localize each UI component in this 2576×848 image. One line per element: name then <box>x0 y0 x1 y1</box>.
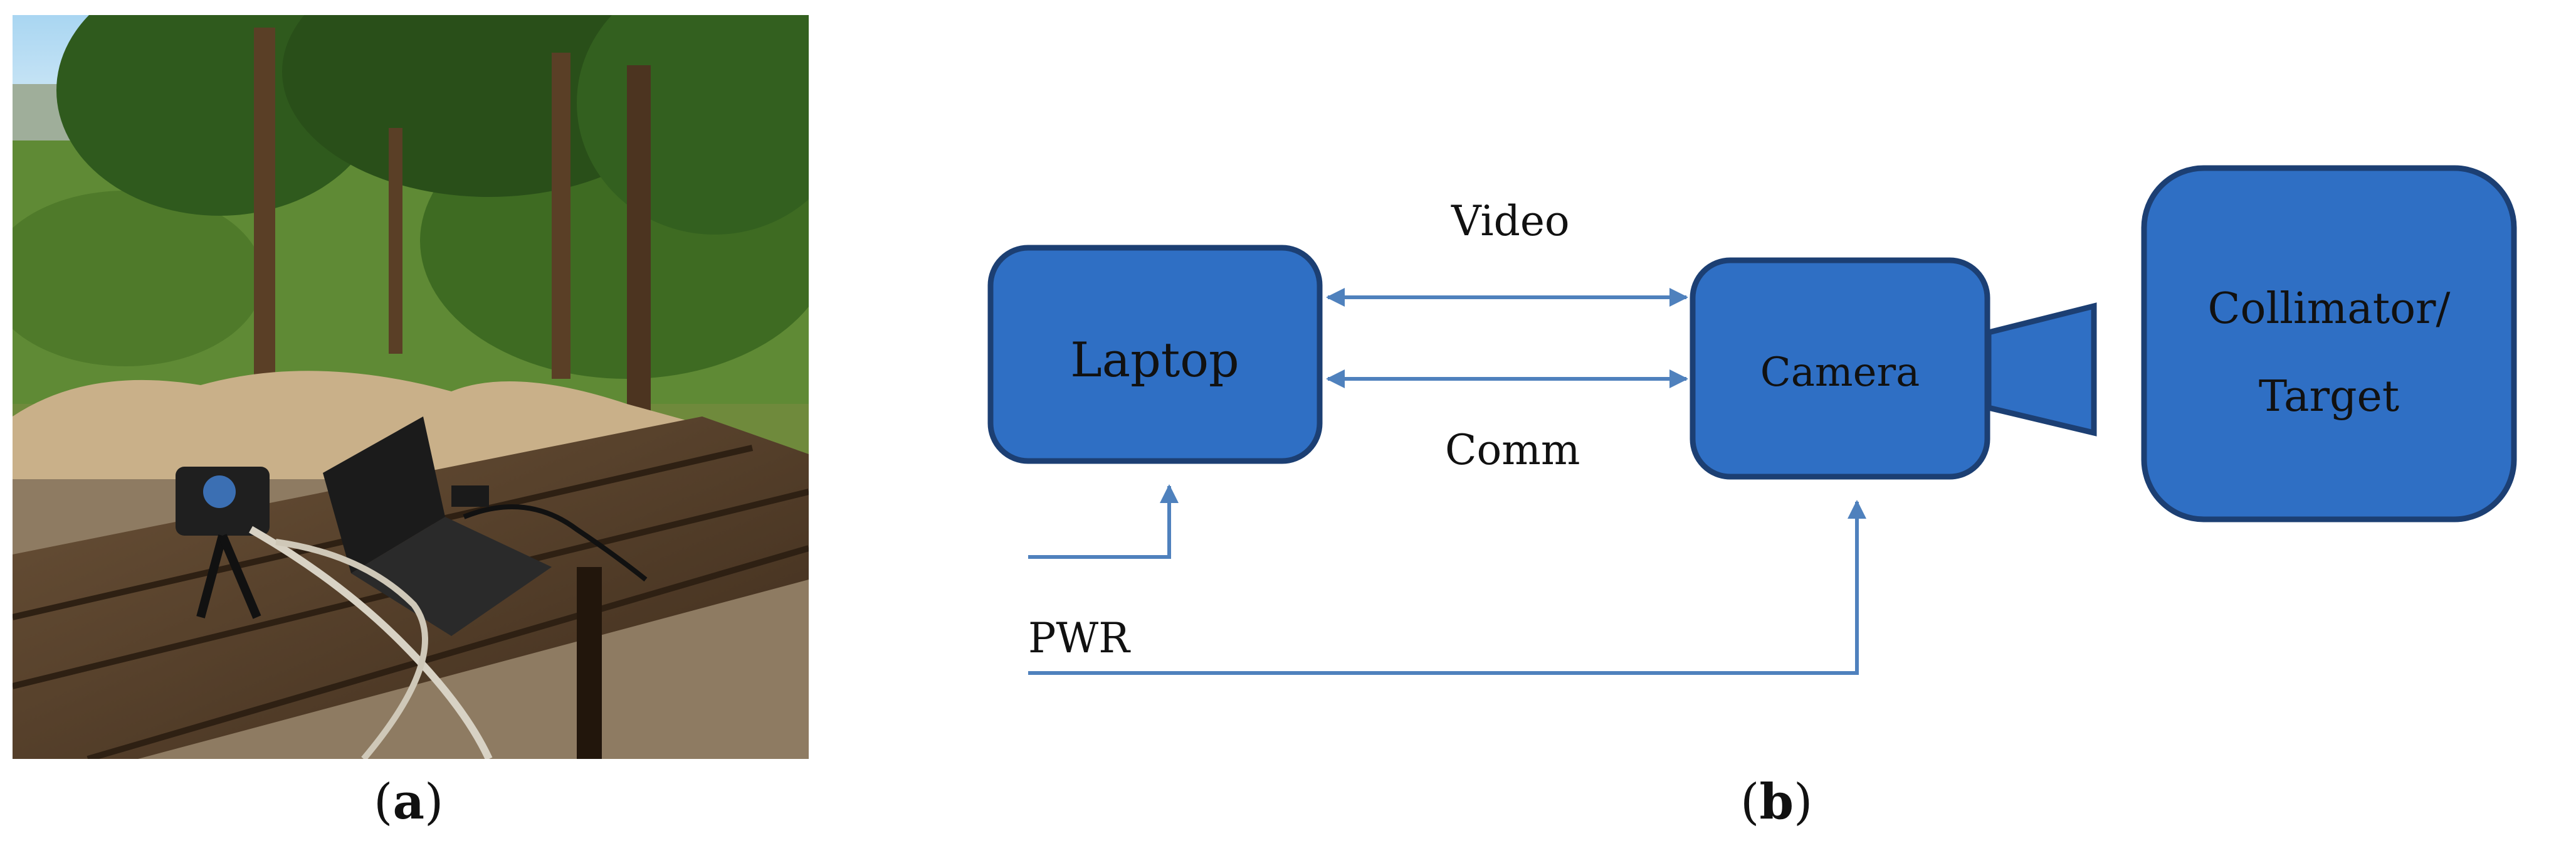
cable <box>463 504 648 582</box>
table-plank-gap <box>87 545 809 759</box>
power-line-laptop <box>1028 484 1179 559</box>
bush-left <box>13 191 263 366</box>
collimator-label-line2: Target <box>2259 372 2399 421</box>
caption-b-open: ( <box>1740 774 1760 830</box>
tree-trunk <box>552 53 570 379</box>
caption-a-open: ( <box>374 774 393 830</box>
pwr-label: PWR <box>1028 614 1131 662</box>
caption-b: (b) <box>1740 778 1812 827</box>
comm-label: Comm <box>1445 426 1580 474</box>
collimator-label-line1: Collimator/ <box>2208 284 2451 334</box>
field-setup-photo <box>13 15 809 759</box>
tree-trunk <box>254 28 275 379</box>
caption-a: (a) <box>374 778 443 827</box>
caption-a-letter: a <box>392 773 424 830</box>
camera-lens-shape <box>1985 302 2097 437</box>
tree-trunk <box>389 128 402 354</box>
cable <box>249 526 493 759</box>
video-label: Video <box>1451 197 1570 245</box>
caption-b-letter: b <box>1759 773 1794 830</box>
camera-lens <box>203 475 236 508</box>
laptop-label: Laptop <box>1070 332 1239 388</box>
tree-trunk <box>627 65 651 416</box>
photo-illustration <box>13 15 809 759</box>
cable <box>275 539 428 759</box>
power-line-camera <box>1028 500 1866 675</box>
tripod-leg <box>196 534 227 618</box>
laptop-base <box>351 517 552 636</box>
table-leg <box>577 567 602 759</box>
caption-b-close: ) <box>1793 774 1813 830</box>
collimator-target-box <box>2141 165 2517 522</box>
tripod-leg <box>218 534 261 619</box>
camera-box <box>1690 257 1990 480</box>
laptop-screen <box>323 416 445 573</box>
caption-a-close: ) <box>424 774 444 830</box>
camera-label: Camera <box>1760 349 1920 396</box>
power-adapter <box>451 485 489 507</box>
laptop-box <box>987 245 1323 464</box>
